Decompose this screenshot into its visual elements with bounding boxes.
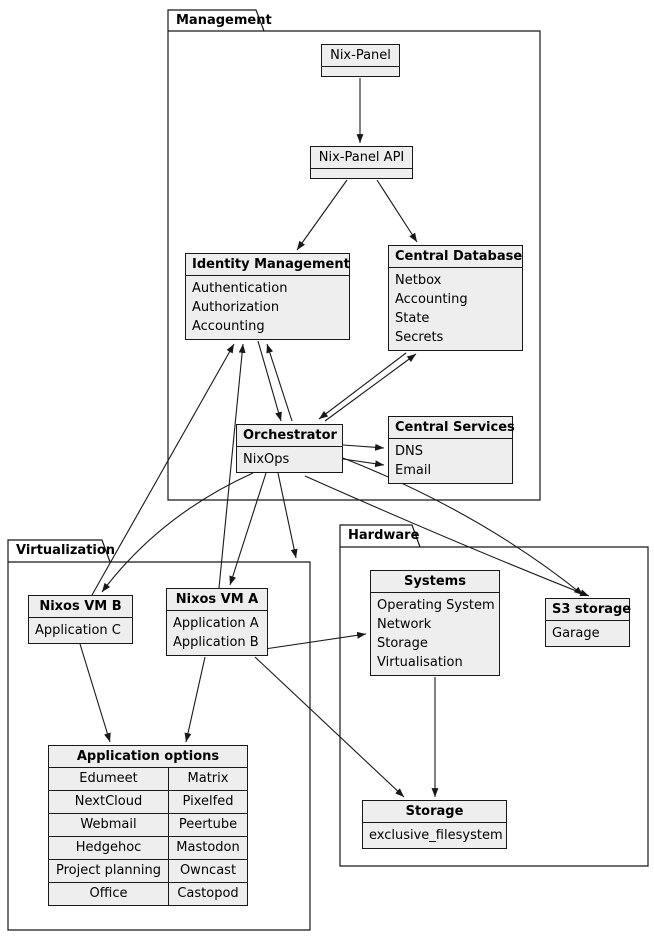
package-label-virtualization: Virtualization (16, 543, 116, 558)
vmb-row-application-c: Application C (35, 623, 121, 638)
node-orchestrator: Orchestrator NixOps (236, 424, 343, 473)
node-application-options: Application options Edumeet Matrix NextC… (48, 745, 248, 906)
package-label-management: Management (176, 13, 272, 28)
node-nix-panel-body (322, 67, 399, 76)
option-cell: NextCloud (49, 790, 168, 813)
arrow-orchestrator-to-s3-upper (342, 457, 584, 596)
package-virtualization-outline (7, 539, 311, 931)
identity-row-accounting: Accounting (192, 319, 265, 334)
arrow-orchestrator-to-email (342, 458, 385, 468)
node-storage-title: Storage (363, 801, 506, 823)
arrow-vma-to-storage (254, 656, 405, 798)
node-nix-panel-api-title: Nix-Panel API (311, 147, 412, 169)
arrow-orchestrator-to-vma (229, 472, 267, 586)
node-nix-panel-api-body (311, 169, 412, 178)
node-s3-storage-title: S3 storage (546, 599, 631, 621)
identity-row-authentication: Authentication (192, 281, 288, 296)
node-orchestrator-title: Orchestrator (237, 425, 342, 447)
node-central-services-title: Central Services (389, 417, 515, 439)
arrow-vma-to-options (184, 656, 206, 743)
centraldb-row-state: State (395, 311, 430, 326)
services-row-email: Email (395, 463, 432, 478)
node-nixos-vm-a-title: Nixos VM A (167, 589, 267, 611)
services-row-dns: DNS (395, 444, 423, 459)
node-application-options-title: Application options (49, 746, 247, 768)
arrow-vmb-to-options (79, 643, 111, 743)
node-central-services: Central Services DNS Email (388, 416, 515, 484)
centraldb-row-netbox: Netbox (395, 273, 442, 288)
systems-row-network: Network (377, 617, 432, 632)
arrow-vmb-to-identity (91, 343, 235, 596)
systems-row-storage: Storage (377, 636, 428, 651)
node-identity-management: Identity Management Authentication Autho… (185, 253, 350, 340)
systems-row-os: Operating System (377, 598, 495, 613)
storage-row-exclusive-filesystem: exclusive_filesystem (369, 828, 503, 843)
package-label-hardware: Hardware (348, 528, 420, 543)
node-central-database: Central Database Netbox Accounting State… (388, 245, 523, 351)
option-cell: Mastodon (168, 836, 247, 859)
node-identity-management-title: Identity Management (186, 254, 350, 276)
node-systems: Systems Operating System Network Storage… (370, 570, 500, 676)
node-nix-panel-api: Nix-Panel API (310, 146, 413, 179)
option-cell: Office (49, 882, 168, 905)
option-cell: Owncast (168, 859, 247, 882)
arrow-vma-to-systems (257, 631, 367, 651)
option-cell: Project planning (49, 859, 168, 882)
node-nixos-vm-a: Nixos VM A Application A Application B (166, 588, 268, 656)
arrow-orchestrator-to-identity (266, 343, 293, 422)
node-nixos-vm-b-title: Nixos VM B (29, 596, 132, 618)
option-cell: Castopod (168, 882, 247, 905)
package-hardware-outline (339, 524, 649, 867)
node-nixos-vm-b: Nixos VM B Application C (28, 595, 133, 644)
orchestrator-row-nixops: NixOps (243, 452, 290, 467)
centraldb-row-secrets: Secrets (395, 330, 444, 345)
arrow-orchestrator-to-vmb (101, 472, 254, 593)
vma-row-application-b: Application B (173, 635, 259, 650)
arrow-orchestrator-to-s3-lower (304, 475, 590, 597)
node-s3-storage: S3 storage Garage (545, 598, 631, 647)
node-storage: Storage exclusive_filesystem (362, 800, 507, 849)
s3-row-garage: Garage (552, 626, 600, 641)
arrow-orchestrator-to-centraldb (324, 353, 417, 422)
vma-row-application-a: Application A (173, 616, 259, 631)
arrow-centraldb-to-orchestrator (318, 352, 407, 420)
arrow-vma-to-identity (218, 343, 246, 589)
arrow-api-to-identity (296, 179, 348, 251)
option-cell: Hedgehoc (49, 836, 168, 859)
arrow-orchestrator-to-virtualization (277, 472, 298, 559)
arrow-orchestrator-to-dns (342, 443, 385, 451)
option-cell: Edumeet (79, 771, 138, 786)
option-cell: Matrix (168, 768, 247, 790)
node-nix-panel-title: Nix-Panel (322, 45, 399, 67)
centraldb-row-accounting: Accounting (395, 292, 468, 307)
application-options-table: Edumeet Matrix NextCloud Pixelfed Webmai… (49, 768, 247, 905)
option-cell: Pixelfed (168, 790, 247, 813)
option-cell: Peertube (168, 813, 247, 836)
package-management-outline (167, 9, 541, 501)
node-nix-panel: Nix-Panel (321, 44, 400, 77)
node-central-database-title: Central Database (389, 246, 522, 268)
node-systems-title: Systems (371, 571, 499, 593)
arrow-identity-to-orchestrator (257, 340, 282, 422)
identity-row-authorization: Authorization (192, 300, 280, 315)
systems-row-virtualisation: Virtualisation (377, 655, 463, 670)
option-cell: Webmail (49, 813, 168, 836)
arrow-api-to-centraldb (376, 179, 418, 243)
